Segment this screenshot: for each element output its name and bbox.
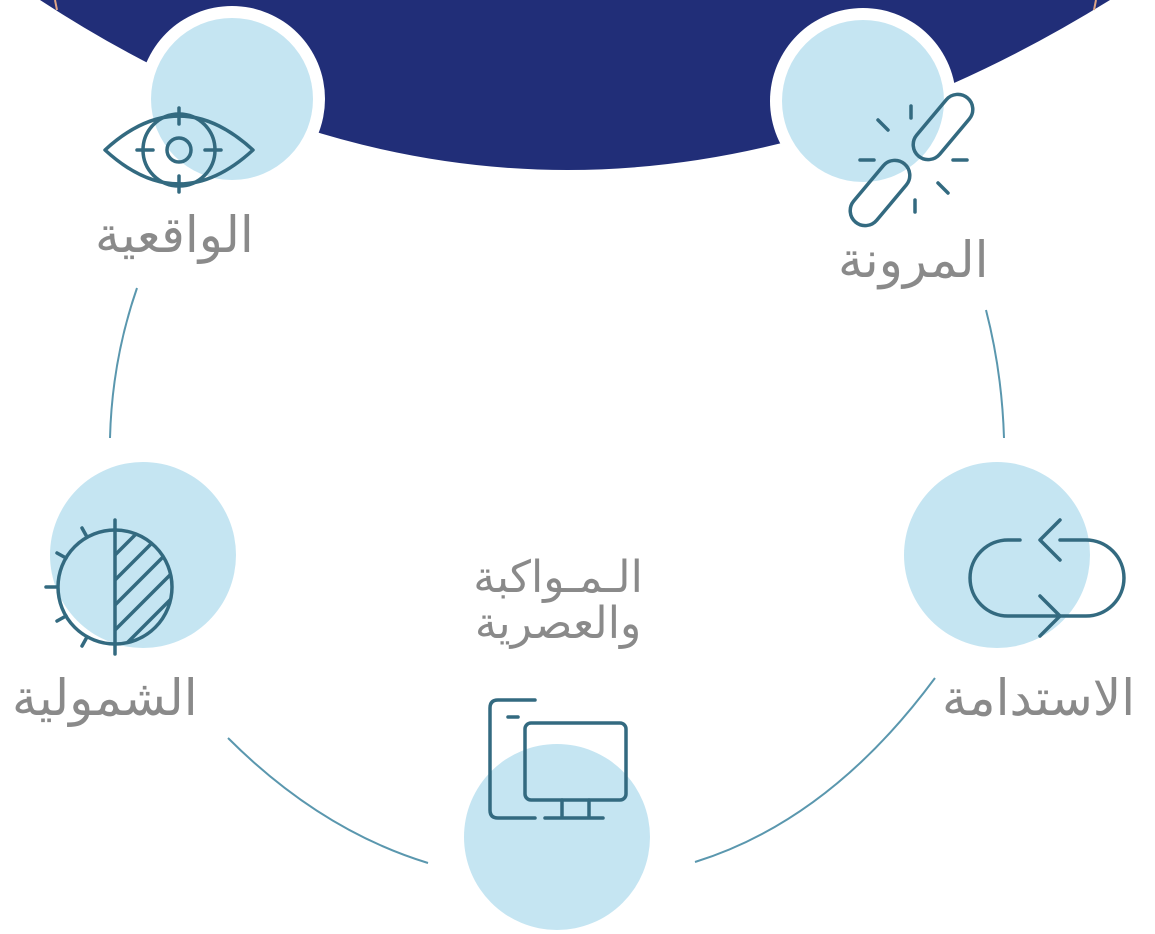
connector-sustainability-modernity xyxy=(694,677,936,863)
node-circle xyxy=(50,462,236,648)
label-flexibility: المرونة xyxy=(838,231,989,289)
label-modernity-line-1: الـمـواكبة xyxy=(473,552,643,603)
label-sustainability: الاستدامة xyxy=(942,669,1136,727)
devices-icon xyxy=(488,698,628,820)
connector-realism-comprehensiveness xyxy=(109,287,138,439)
label-modernity: الـمـواكبة والعصرية xyxy=(440,552,676,650)
node-circle xyxy=(782,20,944,182)
label-comprehensiveness: الشمولية xyxy=(12,669,198,727)
connector-comprehensiveness-modernity xyxy=(227,737,429,864)
node-circle xyxy=(464,744,650,930)
loop-arrows-icon xyxy=(968,518,1126,638)
accent-edge-left xyxy=(54,0,58,11)
label-modernity-line-2: والعصرية xyxy=(474,598,642,650)
node-modernity xyxy=(464,698,650,930)
connector-flexibility-sustainability xyxy=(985,309,1005,439)
node-circle xyxy=(904,462,1090,648)
label-realism: الواقعية xyxy=(95,206,254,264)
node-flexibility xyxy=(770,8,975,228)
node-sustainability xyxy=(904,462,1126,648)
broken-link-icon xyxy=(848,92,975,228)
node-circle xyxy=(151,18,313,180)
eye-target-icon xyxy=(103,106,255,194)
node-realism xyxy=(103,6,325,194)
accent-edge-right xyxy=(1093,0,1097,11)
half-sun-icon xyxy=(44,518,174,656)
node-comprehensiveness xyxy=(44,462,236,656)
